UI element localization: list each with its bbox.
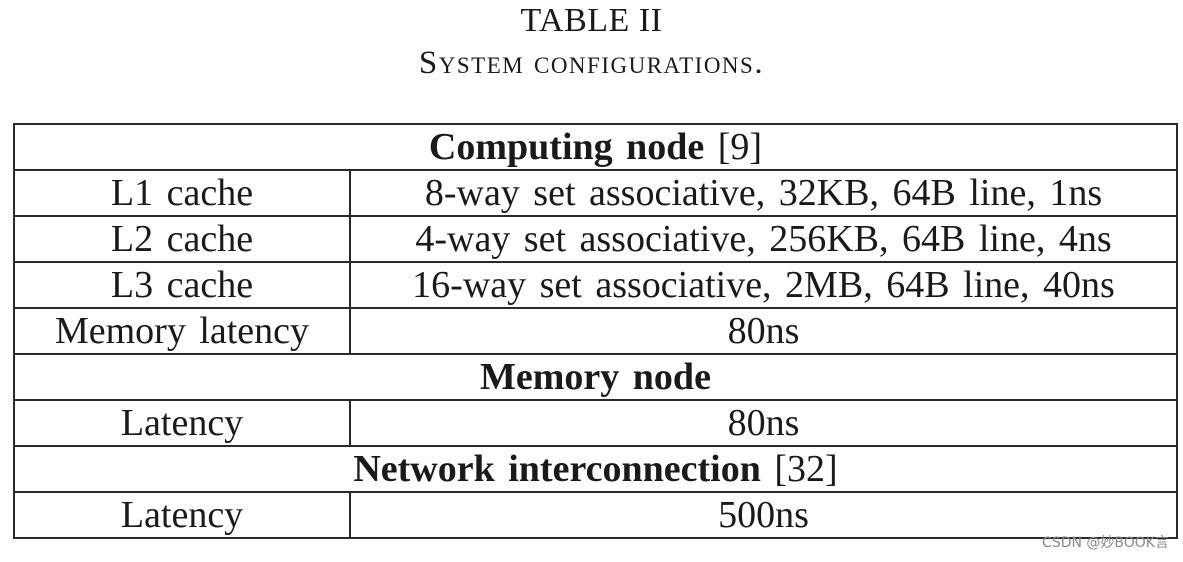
row-label: L3 cache	[13, 261, 351, 309]
section-header-computing-node: Computing node [9]	[13, 123, 1178, 171]
row-label: Latency	[13, 399, 351, 447]
table-row: Latency 80ns	[13, 399, 1178, 447]
section-header-network-interconnection: Network interconnection [32]	[13, 445, 1178, 493]
row-value: 4-way set associative, 256KB, 64B line, …	[349, 215, 1178, 263]
table-number: TABLE II	[520, 2, 663, 39]
section-reference: [32]	[774, 448, 838, 490]
row-value: 16-way set associative, 2MB, 64B line, 4…	[349, 261, 1178, 309]
row-label: L1 cache	[13, 169, 351, 217]
configuration-table: Computing node [9] L1 cache 8-way set as…	[13, 123, 1178, 539]
table-row: Memory latency 80ns	[13, 307, 1178, 355]
section-title: Network interconnection	[353, 448, 761, 490]
table-row: L2 cache 4-way set associative, 256KB, 6…	[13, 215, 1178, 263]
row-label: L2 cache	[13, 215, 351, 263]
table-row: L1 cache 8-way set associative, 32KB, 64…	[13, 169, 1178, 217]
section-title: Computing node	[428, 126, 705, 168]
watermark: CSDN @妙BOOK言	[1042, 535, 1169, 551]
table-row: Latency 500ns	[13, 491, 1178, 539]
section-header-cell: Network interconnection [32]	[13, 445, 1178, 493]
row-value: 8-way set associative, 32KB, 64B line, 1…	[349, 169, 1178, 217]
section-header-cell: Memory node	[13, 353, 1178, 401]
section-header-cell: Computing node [9]	[13, 123, 1178, 171]
section-header-memory-node: Memory node	[13, 353, 1178, 401]
section-title: Memory node	[480, 356, 711, 398]
row-label: Memory latency	[13, 307, 351, 355]
row-label: Latency	[13, 491, 351, 539]
row-value: 80ns	[349, 307, 1178, 355]
table-caption: System configurations.	[418, 45, 765, 81]
row-value: 500ns	[349, 491, 1178, 539]
row-value: 80ns	[349, 399, 1178, 447]
section-reference: [9]	[717, 126, 763, 168]
table-row: L3 cache 16-way set associative, 2MB, 64…	[13, 261, 1178, 309]
